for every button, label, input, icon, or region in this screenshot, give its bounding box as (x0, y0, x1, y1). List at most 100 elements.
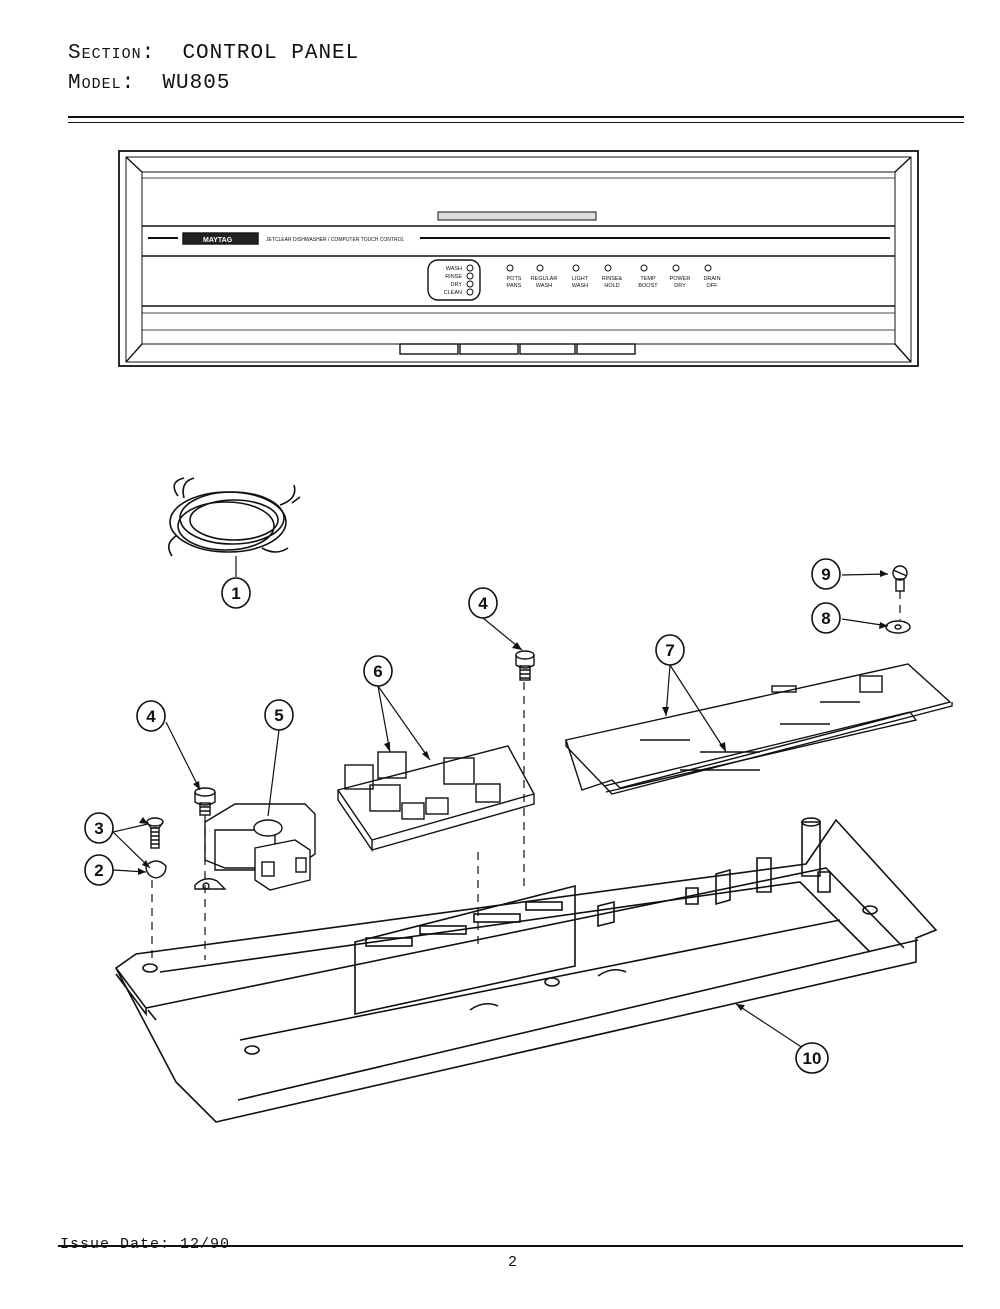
callout-5: 5 (264, 699, 294, 731)
section-label: Section: (68, 42, 156, 65)
callout-6: 6 (363, 655, 393, 687)
button-label-line2: PANS (507, 283, 522, 289)
header-rule-bottom (68, 122, 964, 123)
button-label-line1: TEMP (640, 276, 656, 282)
callouts: 1 2 3 4 4 5 6 7 8 9 10 (84, 558, 841, 1074)
status-light-label: WASH (446, 266, 462, 272)
section-heading: Section: CONTROL PANEL (68, 42, 359, 65)
status-light-icon (466, 264, 474, 272)
callout-number: 4 (478, 594, 488, 613)
button-label-line2: OFF (707, 283, 719, 289)
control-panel-front-view (118, 150, 919, 367)
callout-circle (136, 700, 166, 732)
status-lights: WASH RINSE DRY CLEAN (444, 264, 474, 296)
callout-circle (264, 699, 294, 731)
callout-circle (811, 558, 841, 590)
button-indicator-icon (572, 264, 580, 272)
assembly-lines (151, 591, 901, 964)
screw-9 (892, 565, 908, 592)
callout-3: 3 (84, 812, 114, 844)
callout-number: 8 (821, 609, 830, 628)
callout-number: 5 (274, 706, 283, 725)
issue-date: Issue Date: 12/90 (60, 1236, 231, 1253)
button-label-line2: WASH (536, 283, 552, 289)
callout-circle (84, 812, 114, 844)
header-rule-top (68, 116, 964, 118)
button-label-line1: LIGHT (572, 276, 589, 282)
callout-number: 6 (373, 662, 382, 681)
callout-2: 2 (84, 854, 114, 886)
panel-button[interactable]: RINSE&HOLD (602, 264, 623, 289)
callout-circle (84, 854, 114, 886)
panel-subtitle: JETCLEAR DISHWASHER / COMPUTER TOUCH CON… (266, 237, 404, 243)
status-light-label: CLEAN (444, 290, 462, 296)
status-light-icon (466, 288, 474, 296)
button-label-line1: POWER (670, 276, 691, 282)
wiring-harness (168, 477, 301, 557)
section-value: CONTROL PANEL (182, 42, 360, 65)
callout-number: 10 (803, 1049, 822, 1068)
button-label-line1: DRAIN (703, 276, 720, 282)
screw-3 (146, 817, 164, 849)
button-indicator-icon (604, 264, 612, 272)
panel-buttons: POTSPANSREGULARWASHLIGHTWASHRINSE&HOLDTE… (506, 264, 721, 289)
button-indicator-icon (536, 264, 544, 272)
callout-number: 4 (146, 707, 156, 726)
button-indicator-icon (672, 264, 680, 272)
screw-4-left (194, 787, 216, 816)
button-label-line1: REGULAR (531, 276, 558, 282)
circuit-board-7 (565, 663, 953, 795)
model-label: Model: (68, 72, 136, 95)
callout-4: 4 (468, 587, 498, 619)
callout-10: 10 (795, 1042, 829, 1074)
button-label-line1: RINSE& (602, 276, 623, 282)
callout-circle (811, 602, 841, 634)
callout-circle (795, 1042, 829, 1074)
callout-4: 4 (136, 700, 166, 732)
callout-8: 8 (811, 602, 841, 634)
callout-circle (221, 577, 251, 609)
callout-circle (655, 634, 685, 666)
model-heading: Model: WU805 (68, 72, 230, 95)
button-indicator-icon (640, 264, 648, 272)
button-indicator-icon (704, 264, 712, 272)
cap-2 (145, 860, 167, 879)
relay-board-6 (336, 745, 536, 853)
status-light-icon (466, 272, 474, 280)
callout-9: 9 (811, 558, 841, 590)
button-label-line2: WASH (572, 283, 588, 289)
callout-number: 1 (231, 584, 240, 603)
button-label-line2: HOLD (604, 283, 619, 289)
callout-circle (363, 655, 393, 687)
washer-8 (885, 620, 911, 634)
button-label-line2: BOOST (638, 283, 658, 289)
page-number: 2 (508, 1254, 518, 1271)
button-label-line1: POTS (507, 276, 522, 282)
callout-number: 9 (821, 565, 830, 584)
status-light-label: DRY (450, 282, 462, 288)
callout-circle (468, 587, 498, 619)
brand-logo: MAYTAG (203, 237, 233, 244)
callout-number: 2 (94, 861, 103, 880)
button-indicator-icon (506, 264, 514, 272)
transformer-5 (194, 803, 316, 891)
model-value: WU805 (162, 72, 231, 95)
status-light-icon (466, 280, 474, 288)
screw-4-right (515, 650, 535, 681)
button-label-line2: DRY (674, 283, 686, 289)
callout-number: 3 (94, 819, 103, 838)
leader-arrowheads (138, 570, 888, 1011)
callout-number: 7 (665, 641, 674, 660)
control-housing-10 (114, 817, 938, 1123)
footer-rule (58, 1245, 963, 1247)
callout-7: 7 (655, 634, 685, 666)
callout-1: 1 (221, 577, 251, 609)
status-light-label: RINSE (445, 274, 462, 280)
